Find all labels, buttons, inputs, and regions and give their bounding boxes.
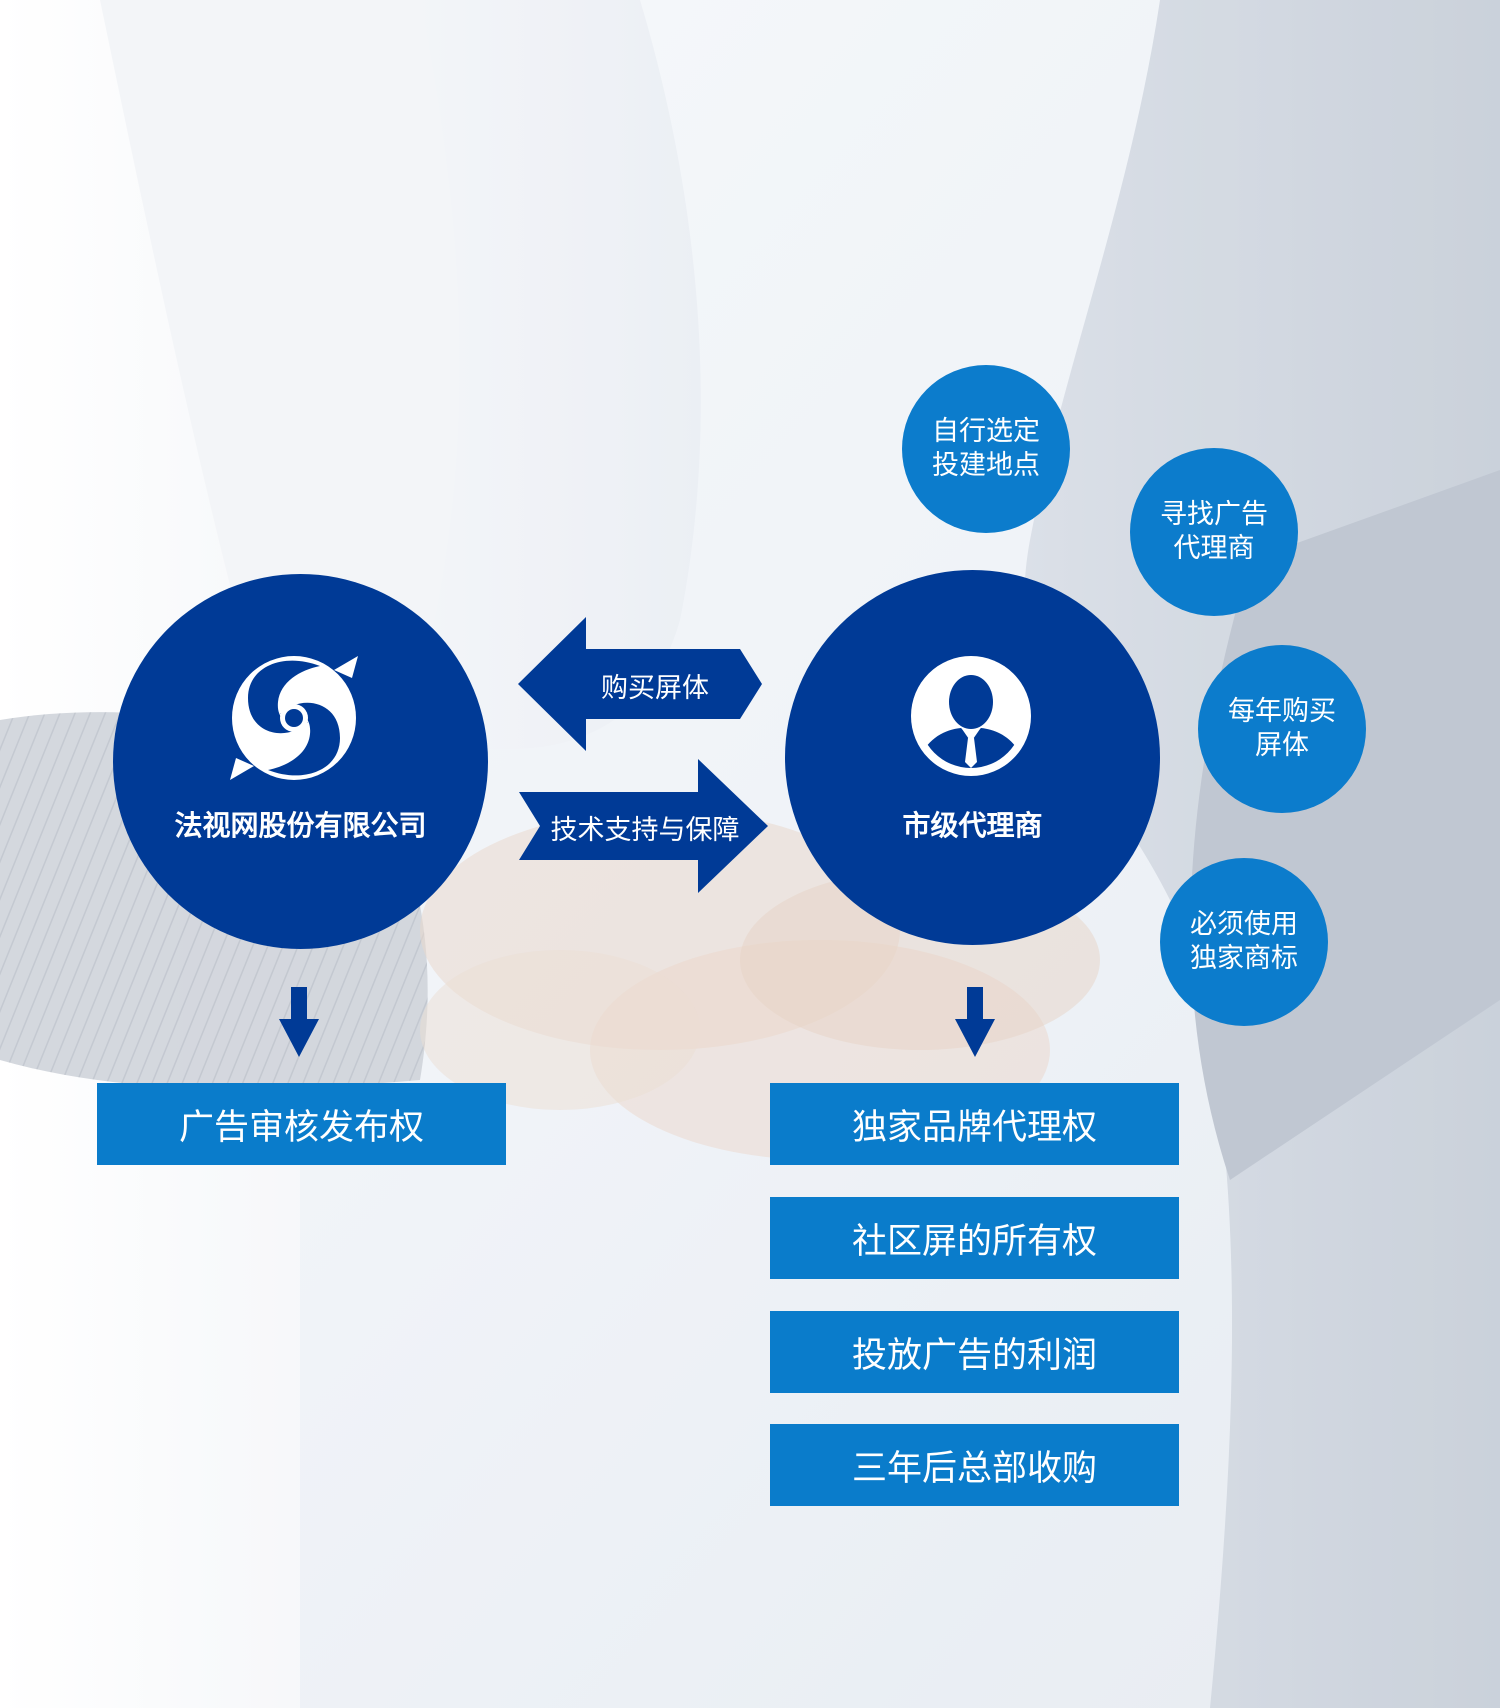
swirl-logo-icon: [230, 656, 358, 780]
agent-right-box: 投放广告的利润: [770, 1311, 1179, 1393]
arrow-left-shape: [518, 617, 762, 751]
arrow-label-tech-support: 技术支持与保障: [550, 815, 740, 846]
duty-circle: 自行选定 投建地点: [902, 365, 1070, 533]
agent-name: 市级代理商: [902, 809, 1043, 842]
agent-right-box: 独家品牌代理权: [770, 1083, 1179, 1165]
down-arrow-left: [279, 987, 319, 1057]
arrow-label-buy-screens: 购买屏体: [601, 673, 709, 704]
arrow-right-shape: [519, 759, 768, 893]
person-avatar-icon: [911, 656, 1031, 776]
hq-right-box: 广告审核发布权: [97, 1083, 506, 1165]
agent-right-box: 三年后总部收购: [770, 1424, 1179, 1506]
agent-right-box: 社区屏的所有权: [770, 1197, 1179, 1279]
duty-circle: 必须使用 独家商标: [1160, 858, 1328, 1026]
down-arrow-right: [955, 987, 995, 1057]
hq-name: 法视网股份有限公司: [174, 809, 427, 842]
duty-circle: 寻找广告 代理商: [1130, 448, 1298, 616]
duty-circle: 每年购买 屏体: [1198, 645, 1366, 813]
